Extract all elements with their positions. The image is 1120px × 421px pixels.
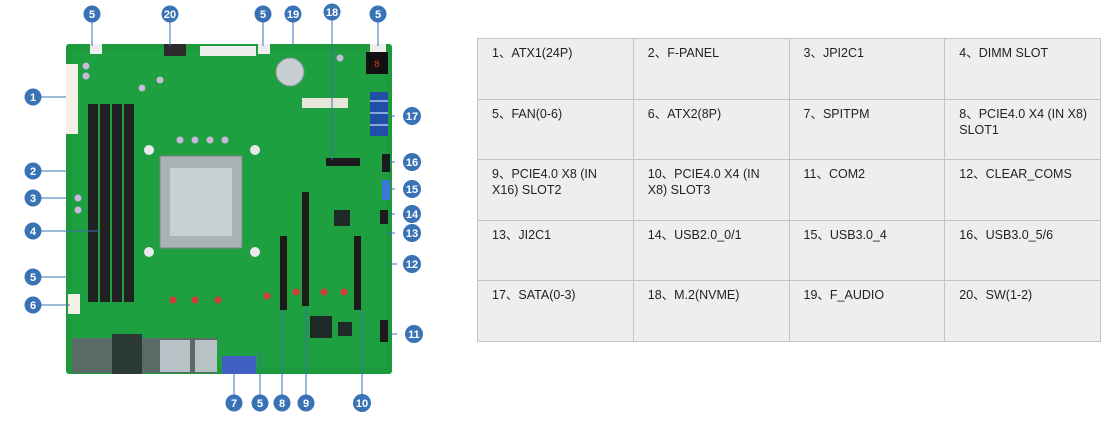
vga-connector xyxy=(222,356,256,374)
callout-marker: 19 xyxy=(284,5,302,23)
callout-marker: 20 xyxy=(161,5,179,23)
legend-cell: 13、JI2C1 xyxy=(477,219,634,282)
cmos-battery xyxy=(275,57,305,87)
svg-text:10: 10 xyxy=(356,398,368,410)
svg-text:13: 13 xyxy=(406,228,418,240)
legend-cell: 7、SPITPM xyxy=(788,98,946,161)
svg-text:2: 2 xyxy=(30,166,36,178)
dimm-slot-3 xyxy=(112,104,122,302)
callout-marker: 5 xyxy=(83,5,101,23)
legend-cell: 18、M.2(NVME) xyxy=(632,280,790,342)
legend-cell: 14、USB2.0_0/1 xyxy=(632,219,790,282)
dimm-slot-1 xyxy=(88,104,98,302)
svg-text:6: 6 xyxy=(30,300,36,312)
callout-marker: 6 xyxy=(24,296,42,314)
callout-marker: 13 xyxy=(403,224,421,242)
motherboard-illustration: 8 xyxy=(24,3,423,412)
svg-text:9: 9 xyxy=(303,398,309,410)
callout-marker: 17 xyxy=(403,107,421,125)
svg-text:11: 11 xyxy=(408,329,420,341)
atx-24p-connector xyxy=(66,64,78,134)
table-row: 17、SATA(0-3) 18、M.2(NVME) 19、F_AUDIO 20、… xyxy=(477,280,1101,342)
svg-text:5: 5 xyxy=(260,9,266,21)
pcie-slot-2 xyxy=(302,192,309,306)
legend-cell: 5、FAN(0-6) xyxy=(477,98,634,161)
svg-text:14: 14 xyxy=(406,209,419,221)
svg-text:5: 5 xyxy=(30,272,36,284)
legend-cell: 17、SATA(0-3) xyxy=(477,280,634,342)
legend-cell: 19、F_AUDIO xyxy=(788,280,946,342)
legend-cell: 2、F-PANEL xyxy=(632,38,790,100)
callout-marker: 5 xyxy=(24,268,42,286)
callout-marker: 15 xyxy=(403,180,421,198)
table-row: 5、FAN(0-6) 6、ATX2(8P) 7、SPITPM 8、PCIE4.0… xyxy=(477,98,1101,161)
svg-text:5: 5 xyxy=(375,9,381,21)
callout-marker: 1 xyxy=(24,88,42,106)
legend-cell: 8、PCIE4.0 X4 (IN X8) SLOT1 xyxy=(944,98,1101,161)
legend-cell: 20、SW(1-2) xyxy=(944,280,1101,342)
component-legend-table: 1、ATX1(24P) 2、F-PANEL 3、JPI2C1 4、DIMM SL… xyxy=(477,38,1101,342)
callout-marker: 9 xyxy=(297,394,315,412)
svg-text:19: 19 xyxy=(287,9,299,21)
dimm-slot-2 xyxy=(100,104,110,302)
legend-cell: 10、PCIE4.0 X4 (IN X8) SLOT3 xyxy=(632,159,790,221)
table-row: 13、JI2C1 14、USB2.0_0/1 15、USB3.0_4 16、US… xyxy=(477,219,1101,282)
svg-text:12: 12 xyxy=(406,259,418,271)
svg-text:17: 17 xyxy=(406,111,418,123)
legend-cell: 11、COM2 xyxy=(788,159,946,221)
legend-cell: 6、ATX2(8P) xyxy=(632,98,790,161)
pcie-slot-1 xyxy=(280,236,287,310)
legend-cell: 1、ATX1(24P) xyxy=(477,38,634,100)
callout-marker: 7 xyxy=(225,394,243,412)
svg-text:8: 8 xyxy=(279,398,285,410)
svg-text:5: 5 xyxy=(89,9,95,21)
legend-cell: 9、PCIE4.0 X8 (IN X16) SLOT2 xyxy=(477,159,634,221)
legend-cell: 16、USB3.0_5/6 xyxy=(944,219,1101,282)
callout-marker: 2 xyxy=(24,162,42,180)
legend-cell: 12、CLEAR_COMS xyxy=(944,159,1101,221)
table-row: 1、ATX1(24P) 2、F-PANEL 3、JPI2C1 4、DIMM SL… xyxy=(477,38,1101,100)
svg-text:15: 15 xyxy=(406,184,418,196)
motherboard-diagram: 8 xyxy=(0,0,470,421)
callout-marker: 8 xyxy=(273,394,291,412)
svg-text:7: 7 xyxy=(231,398,237,410)
callout-marker: 4 xyxy=(24,222,42,240)
callout-marker: 18 xyxy=(323,3,341,21)
callout-marker: 14 xyxy=(403,205,421,223)
debug-display xyxy=(366,52,388,74)
io-ports xyxy=(72,338,217,373)
table-row: 9、PCIE4.0 X8 (IN X16) SLOT2 10、PCIE4.0 X… xyxy=(477,159,1101,221)
pcie-slot-3 xyxy=(354,236,361,310)
svg-text:5: 5 xyxy=(257,398,263,410)
svg-text:4: 4 xyxy=(30,226,37,238)
callout-marker: 12 xyxy=(403,255,421,273)
svg-text:18: 18 xyxy=(326,7,338,19)
legend-cell: 3、JPI2C1 xyxy=(788,38,946,100)
callout-marker: 3 xyxy=(24,189,42,207)
dimm-slot-4 xyxy=(124,104,134,302)
callout-marker: 5 xyxy=(369,5,387,23)
callout-marker: 11 xyxy=(405,325,423,343)
callout-marker: 5 xyxy=(251,394,269,412)
svg-text:8: 8 xyxy=(374,60,380,71)
callout-marker: 16 xyxy=(403,153,421,171)
svg-text:3: 3 xyxy=(30,193,36,205)
svg-text:20: 20 xyxy=(164,9,176,21)
callout-marker: 5 xyxy=(254,5,272,23)
atx-8p-connector xyxy=(68,294,80,314)
callout-marker: 10 xyxy=(353,394,371,412)
legend-cell: 4、DIMM SLOT xyxy=(944,38,1101,100)
m2-slot xyxy=(326,158,360,166)
svg-text:1: 1 xyxy=(30,92,36,104)
svg-text:16: 16 xyxy=(406,157,418,169)
legend-cell: 15、USB3.0_4 xyxy=(788,219,946,282)
